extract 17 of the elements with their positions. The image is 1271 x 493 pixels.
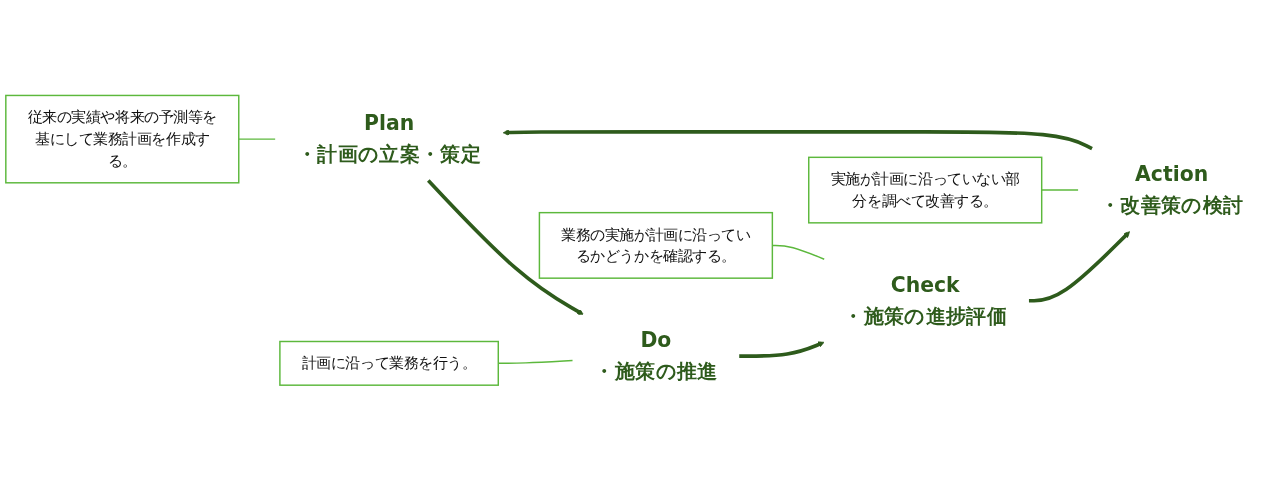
connector — [238, 138, 276, 140]
arrow — [502, 129, 1093, 151]
arrow — [1028, 231, 1130, 303]
node-label: ・施策の進捗評価 — [843, 303, 1008, 328]
node-label: ・計画の立案・策定 — [297, 142, 482, 167]
node-box: 従来の実績や将来の予測等を基にして業務計画を作成する。 — [5, 94, 240, 184]
node-text: Action — [1135, 162, 1209, 187]
node-text: Do — [640, 328, 672, 353]
node-label: ・施策の推進 — [594, 358, 718, 383]
arrow — [739, 341, 825, 358]
node-label: ・改善策の検討 — [1099, 193, 1244, 218]
node-text: Plan — [363, 111, 415, 136]
node-text: Check — [890, 273, 960, 298]
node-box: 計画に沿って業務を行う。 — [279, 340, 499, 386]
node-box: 実施が計画に沿っていない部分を調べて改善する。 — [808, 156, 1043, 224]
arrow — [427, 179, 584, 315]
node-box: 業務の実施が計画に沿っているかどうかを確認する。 — [538, 211, 774, 279]
